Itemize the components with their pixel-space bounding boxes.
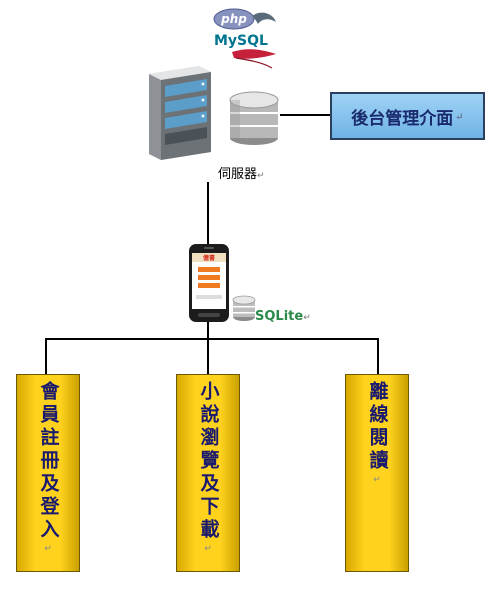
php-logo-text: php <box>220 12 247 26</box>
feature-box-register-login: 會員註冊及登入 ↵ <box>16 374 80 572</box>
php-mysql-logo: php MySQL <box>212 8 282 70</box>
sqlite-label: SQLite↵ <box>255 309 311 324</box>
sqlite-db-icon <box>232 294 256 322</box>
connector-phone-bus <box>207 322 209 340</box>
phone-screen-title: 億書 <box>203 254 215 262</box>
feature-box-browse-download: 小說瀏覽及下載 ↵ <box>176 374 240 572</box>
server-icon <box>137 60 217 160</box>
feature-label-browse-download: 小說瀏覽及下載 <box>197 381 220 542</box>
feature-box-offline-reading: 離線閱讀 ↵ <box>345 374 409 572</box>
database-icon <box>228 90 280 146</box>
feather-icon <box>232 49 276 59</box>
connector-drop-1 <box>45 338 47 374</box>
connector-db-admin <box>280 114 330 116</box>
admin-interface-box: 後台管理介面 ↵ <box>330 92 485 140</box>
connector-drop-2 <box>207 338 209 374</box>
connector-server-phone <box>207 182 209 246</box>
mysql-logo-text: MySQL <box>214 33 268 49</box>
connector-drop-3 <box>377 338 379 374</box>
phone-icon: 億書 <box>188 243 230 323</box>
feature-label-register-login: 會員註冊及登入 <box>37 381 60 542</box>
feature-label-offline-reading: 離線閱讀 <box>366 381 389 473</box>
server-label: 伺服器↵ <box>218 167 265 182</box>
connector-bus <box>45 338 379 340</box>
admin-interface-label: 後台管理介面 <box>351 108 454 129</box>
dolphin-icon <box>252 12 276 24</box>
